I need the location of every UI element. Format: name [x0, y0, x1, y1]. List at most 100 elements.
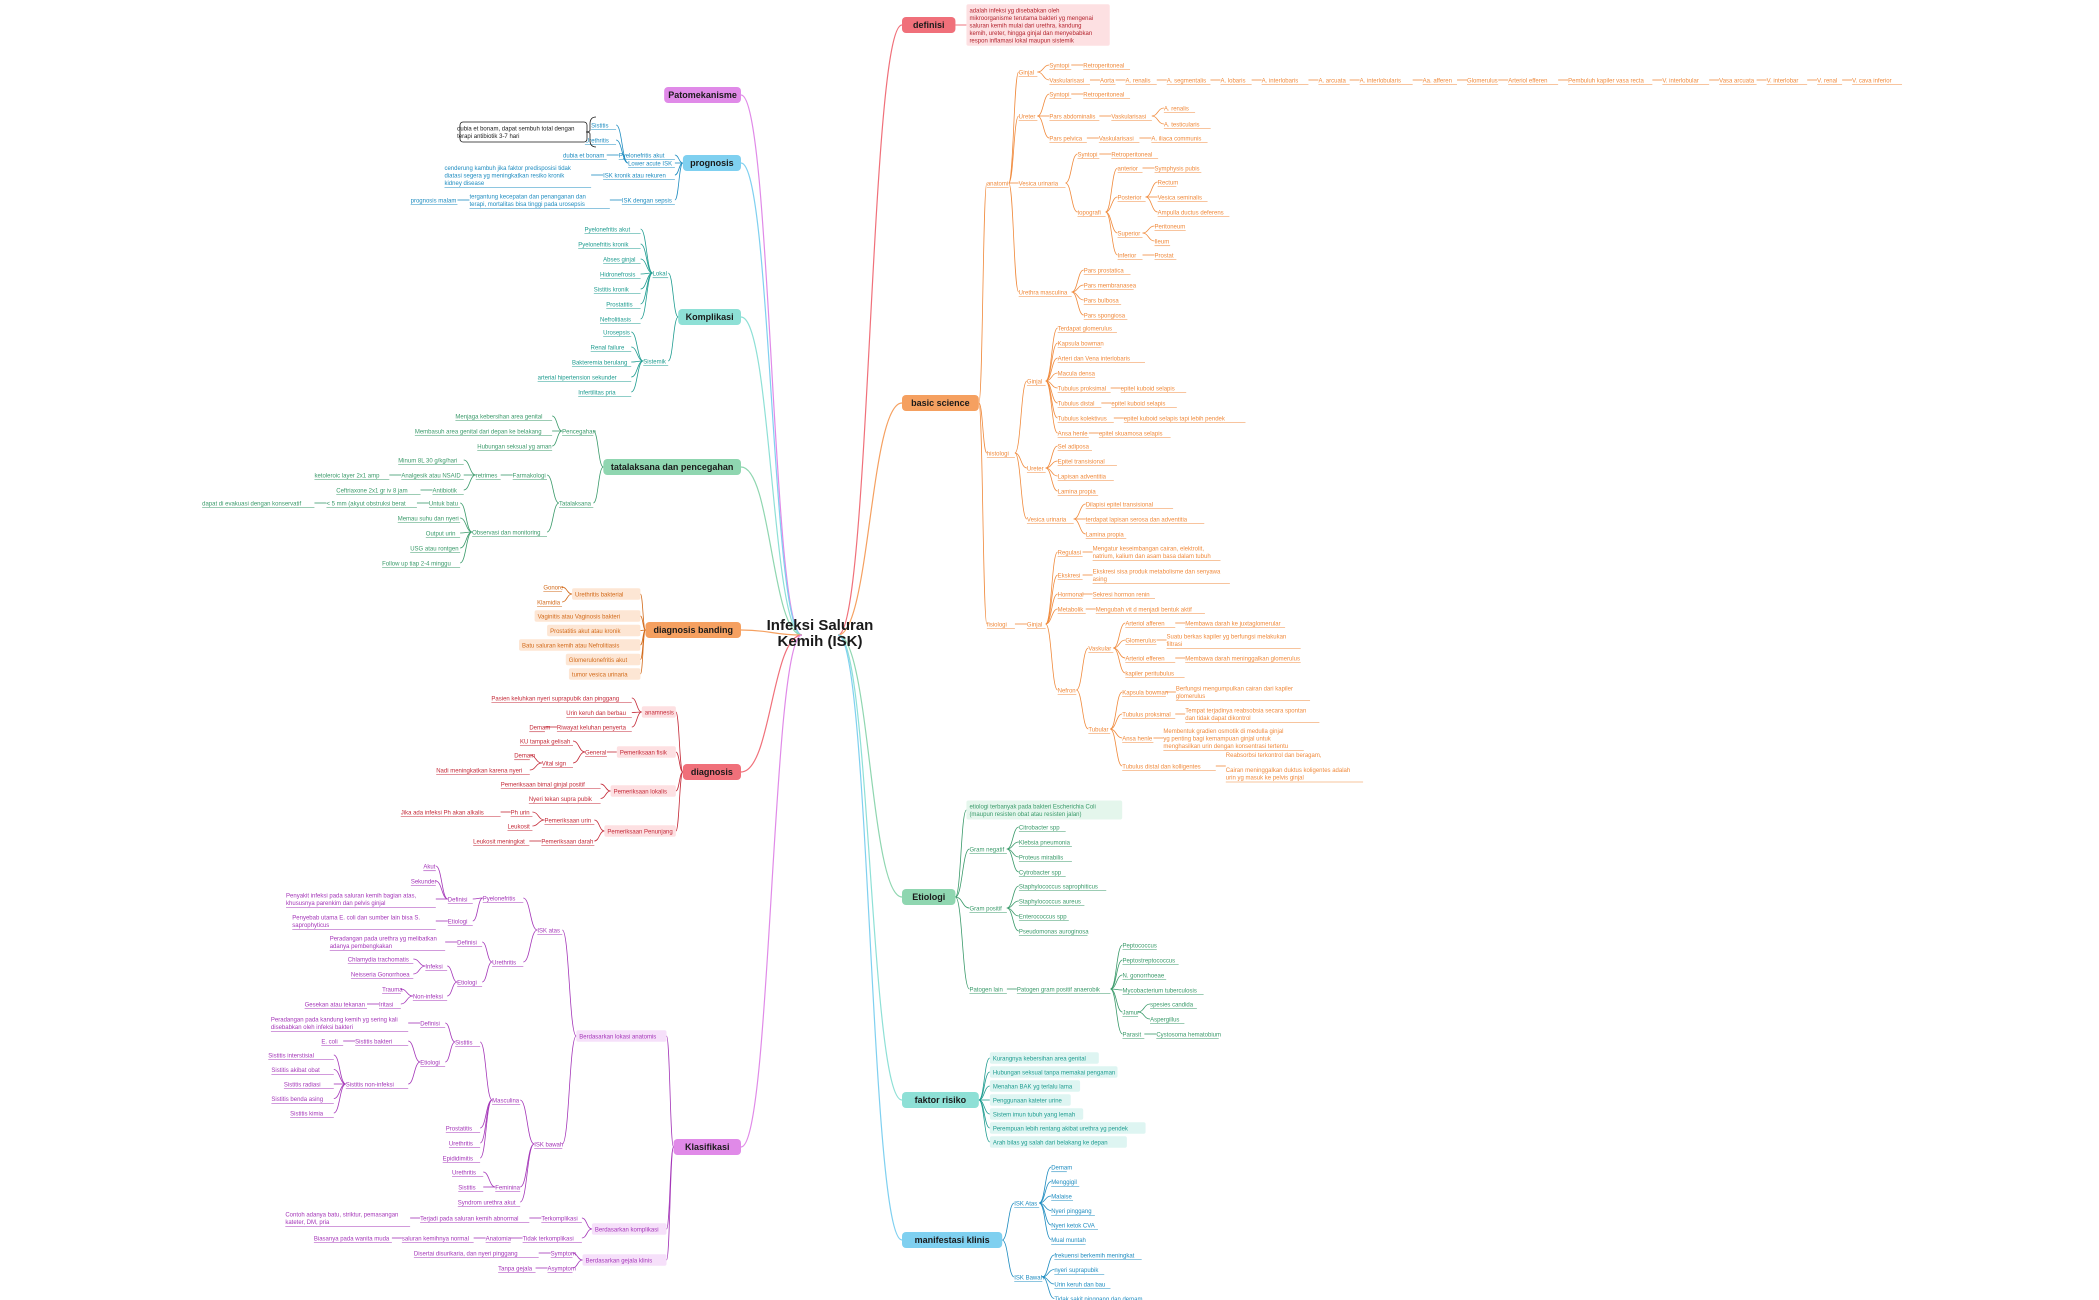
diagnosis-banding-item: Batu saluran kemih atau Nefrolitiasis [519, 639, 641, 651]
connector-line [640, 243, 653, 274]
node-label: saluran kemih mulai dari urethra, kandun… [969, 23, 1081, 29]
node-label: Tubulus proksimal [1058, 386, 1106, 392]
jamur-item: Aspergillus [1150, 1017, 1185, 1025]
topic-diagnosis[interactable]: diagnosis [682, 764, 741, 780]
anatomi-ureter: Ureter [1018, 114, 1038, 122]
topic-basic-science[interactable]: basic science [902, 395, 979, 411]
connector-line [459, 531, 473, 564]
node-label: Superior [1118, 231, 1141, 237]
connector-line [674, 154, 683, 164]
lokal-item: Pyelonefritis kronik [578, 242, 641, 250]
node-label: Abses ginjal [603, 257, 635, 263]
topic-label: Klasifikasi [685, 1142, 730, 1152]
node-label: Pemeriksaan Penunjang [607, 829, 672, 835]
gram-negatif: Gram negatif [969, 847, 1007, 855]
retroperitoneal: Retroperitoneal [1083, 92, 1131, 100]
observasi-item: Untuk batu [428, 501, 461, 509]
connector-line [1006, 848, 1020, 873]
topic-definisi[interactable]: definisi [902, 17, 956, 33]
node-label: Sistitis [455, 1040, 472, 1046]
node-label: Tempat terjadinya reabsobsia secara spon… [1185, 709, 1306, 715]
connector-line [631, 346, 644, 362]
urethritis-bakterial: Urethritis bakterial [572, 588, 641, 600]
node-label: Proteus mirabilis [1019, 855, 1063, 861]
connector-line [1145, 196, 1158, 213]
feminina-item: Urethritis [452, 1170, 484, 1178]
histologi-item: Macula densa [1057, 371, 1096, 379]
topic-manifestasi[interactable]: manifestasi klinis [902, 1232, 1003, 1248]
connector-line [459, 502, 473, 533]
urethritis-item: Gonore [543, 585, 564, 593]
node-box [641, 706, 676, 718]
klasifikasi-anatomis: Berdasarkan lokasi anatomis [576, 1030, 667, 1042]
node-label: Sistitis bakteri [355, 1039, 392, 1045]
node-label: Syntopi [1077, 152, 1097, 158]
node-label: Malaise [1051, 1194, 1072, 1200]
node-label: Asymptom [548, 1266, 576, 1272]
node-label: asing [1093, 577, 1107, 583]
connector-line [615, 139, 629, 164]
definisi: Definisi [457, 940, 483, 948]
faktor-item: Arah bilas yg salah dari belakang ke dep… [989, 1136, 1127, 1148]
node-label: epitel kuboid selapis tapi lebih pendek [1124, 416, 1226, 422]
masculina-item: Epididimitis [442, 1156, 481, 1164]
pyelo-etiologi: Penyebab utama E. coli dan sumber lain b… [292, 916, 436, 930]
node-label: Sekresi hormon renin [1093, 592, 1150, 598]
connector-line [1014, 380, 1028, 454]
node-label: ISK dengan sepsis [622, 198, 672, 204]
connector-line [435, 880, 448, 900]
node-label: adalah infeksi yg disebabkan oleh [969, 8, 1059, 14]
connector-line [1110, 974, 1123, 990]
topic-komplikasi[interactable]: Komplikasi [678, 309, 741, 325]
topic-diagnosis-banding[interactable]: diagnosis banding [645, 622, 741, 638]
node-label: A. interlobularis [1360, 78, 1401, 84]
connector-line [1045, 551, 1059, 625]
fisiologi-fungsi: Ekskresi [1057, 573, 1083, 581]
node-label: Sistemik [643, 359, 667, 365]
connector-line [546, 474, 560, 504]
node-label: Urethritis [452, 1170, 476, 1176]
anatomi-ginjal: Ginjal [1018, 70, 1038, 78]
node-label: E. coli [321, 1039, 337, 1045]
topic-prognosis[interactable]: prognosis [682, 155, 741, 171]
anaerob-item: Peptococcus [1122, 943, 1157, 951]
node-label: dan tidak dapat dikontrol [1185, 716, 1250, 722]
lokal-item: Hidronefrosis [600, 272, 641, 280]
connector-line [523, 897, 538, 931]
node-label: Terdapat glomerulus [1058, 326, 1112, 332]
node-label: Vaskularisasi [1111, 114, 1146, 120]
vital-item: Nadi meningkatkan karena nyeri [436, 768, 530, 776]
topic-patomekanisme[interactable]: Patomekanisme [664, 87, 741, 103]
vaskular-desc: Suatu berkas kapiler yg berfungsi melaku… [1166, 635, 1301, 649]
posterior-item: Rectum [1157, 180, 1178, 188]
pencegahan-item: Menjaga kebersihan area genital [455, 414, 553, 422]
vaskularisasi: Vaskularisasi [1111, 114, 1152, 122]
fisiologi-ginjal: Ginjal [1026, 622, 1046, 630]
tatalaksana: Tatalaksana [559, 501, 594, 509]
node-box [547, 624, 641, 637]
node-label: Retroperitoneal [1083, 63, 1124, 69]
sistemik-item: Infertilitas pria [578, 390, 632, 398]
connector-line [1045, 623, 1059, 691]
etiologi: Etiologi [420, 1060, 446, 1068]
histologi-epitel: epitel kuboid selapis [1111, 401, 1177, 409]
topic-label: manifestasi klinis [915, 1235, 990, 1245]
gram-positif-item: Staphylococcus aureus [1018, 899, 1085, 907]
node-label: epitel kuboid selapis [1111, 401, 1165, 407]
node-label: Macula densa [1058, 371, 1096, 377]
connector-line [1001, 1239, 1015, 1278]
topic-tatalaksana[interactable]: tatalaksana dan pencegahan [603, 459, 741, 475]
connector-line [631, 331, 644, 362]
connector-line [479, 1041, 493, 1101]
node-label: Urethritis [449, 1141, 473, 1147]
node-label: Glomerulonefritis akut [569, 658, 628, 664]
node-label: Gonore [543, 585, 564, 591]
node-label: Lamina propia [1086, 532, 1125, 538]
vaskular-item: Arteriol afferen [1125, 621, 1176, 629]
topic-etiologi[interactable]: Etiologi [902, 889, 956, 905]
pyelo-tipe: Akut [423, 864, 436, 872]
topic-klasifikasi[interactable]: Klasifikasi [673, 1139, 741, 1155]
topic-faktor-risiko[interactable]: faktor risiko [902, 1092, 979, 1108]
